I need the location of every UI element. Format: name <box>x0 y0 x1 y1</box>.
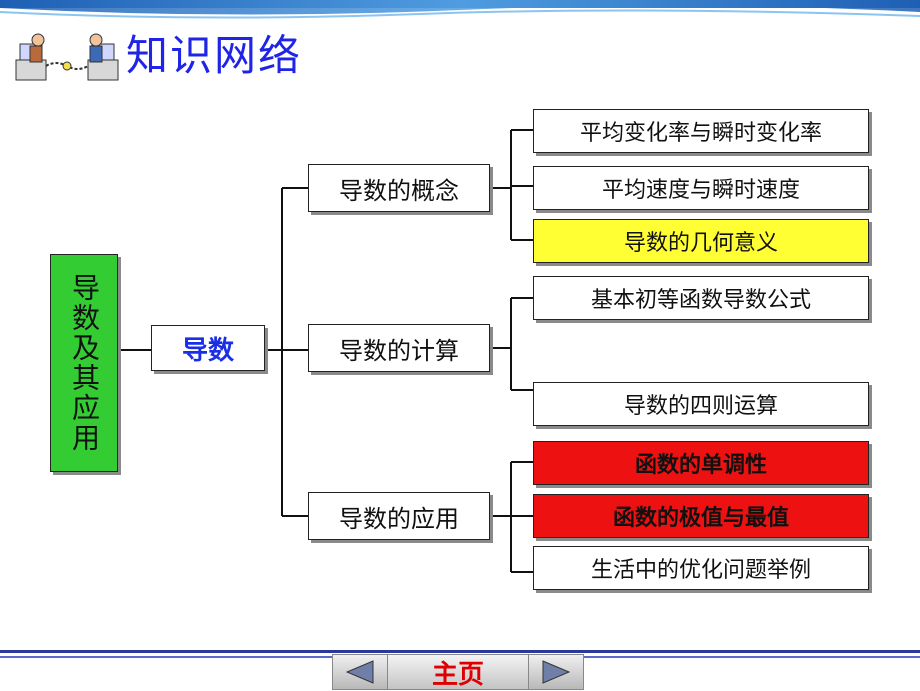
leaf-node: 平均变化率与瞬时变化率 <box>533 109 869 153</box>
slide-nav: 主页 <box>332 654 584 690</box>
page-title: 知识网络 <box>126 31 303 80</box>
bottom-rule <box>0 650 920 653</box>
leaf-node: 基本初等函数导数公式 <box>533 276 869 320</box>
leaf-node-highlighted: 函数的极值与最值 <box>533 494 869 538</box>
leaf-node-highlighted: 函数的单调性 <box>533 441 869 485</box>
next-button[interactable] <box>528 654 584 690</box>
left-arrow-icon <box>345 660 374 684</box>
leaf-node: 导数的四则运算 <box>533 382 869 426</box>
topic-node: 导数 <box>151 325 265 371</box>
root-node: 导数及其应用 <box>50 254 118 472</box>
branch-node-concept: 导数的概念 <box>308 164 490 212</box>
leaf-node: 生活中的优化问题举例 <box>533 546 869 590</box>
branch-node-application: 导数的应用 <box>308 492 490 540</box>
top-wave-band <box>0 0 920 19</box>
leaf-node-highlighted: 导数的几何意义 <box>533 219 869 263</box>
leaf-node: 平均速度与瞬时速度 <box>533 166 869 210</box>
network-people-logo-icon <box>15 33 119 81</box>
home-button[interactable]: 主页 <box>388 654 528 690</box>
branch-node-calculation: 导数的计算 <box>308 324 490 372</box>
prev-button[interactable] <box>332 654 388 690</box>
right-arrow-icon <box>542 660 571 684</box>
